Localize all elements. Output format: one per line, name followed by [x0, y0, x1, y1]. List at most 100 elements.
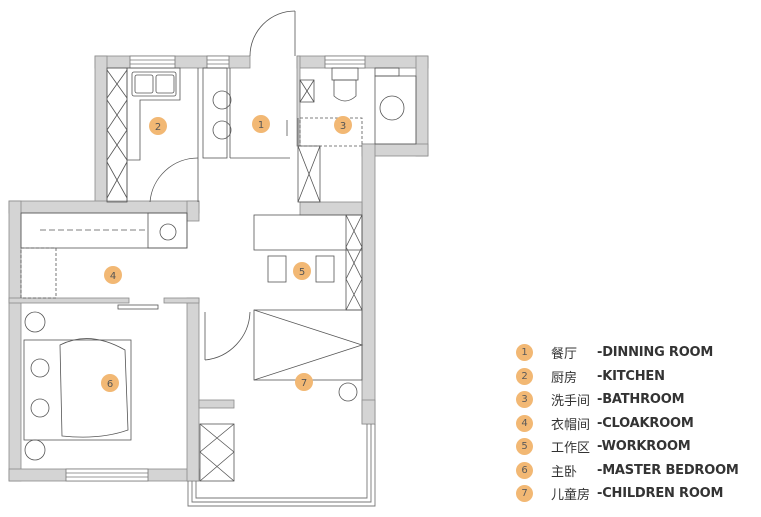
child-bed [253, 309, 363, 381]
dining-chair-2 [212, 120, 232, 140]
legend-badge: 1 [516, 344, 533, 362]
wall-child-bottom-left [198, 399, 235, 409]
window-bath [324, 55, 366, 69]
child-room-chair [338, 382, 358, 402]
window-master [65, 468, 149, 482]
balcony [187, 424, 376, 507]
legend-cn: 洗手间 [551, 394, 591, 410]
wall-kitchen-left [94, 55, 108, 203]
windows [65, 55, 366, 482]
legend-en: -DINNING ROOM [597, 345, 714, 361]
legend-en: -CLOAKROOM [597, 415, 694, 431]
room-badge-5-label: 5 [299, 267, 305, 278]
child-bed-fold [253, 309, 364, 381]
legend-row: 7 儿童房 -CHILDREN ROOM [516, 482, 756, 506]
kitchen-cab-3 [106, 69, 128, 99]
window-dining [206, 55, 230, 69]
legend-badge: 7 [516, 485, 533, 503]
room-badge-7 [295, 373, 313, 391]
legend-row: 3 洗手间 -BATHROOM [516, 388, 756, 412]
dining-table [202, 67, 228, 159]
master-slide-door [117, 304, 159, 310]
master-bed-quilt [59, 338, 129, 438]
wall-bath-right [415, 55, 429, 157]
balcony-outer [187, 424, 376, 507]
wall-cloak-divider-right [163, 297, 200, 304]
work-shelf-x2 [345, 246, 363, 280]
legend-badge: 2 [516, 367, 533, 385]
legend-row: 4 衣帽间 -CLOAKROOM [516, 412, 756, 436]
room-badge-1-label: 1 [258, 120, 264, 131]
legend-en: -WORKROOM [597, 439, 691, 455]
cloak-cab [147, 212, 188, 249]
cloak-cab-circle [159, 223, 177, 241]
legend-badge: 3 [516, 391, 533, 409]
legend-en: -BATHROOM [597, 392, 685, 408]
child-door-arc [204, 311, 251, 361]
legend-en: -MASTER BEDROOM [597, 462, 739, 478]
work-shelf-x3 [345, 278, 363, 311]
wall-cloak-right [186, 200, 200, 222]
bath-toilet [333, 79, 357, 102]
wall-work-top [299, 201, 363, 216]
wall-bath-left [296, 55, 301, 147]
legend-row: 1 餐厅 -DINNING ROOM [516, 341, 756, 365]
child-wardrobe-x2 [199, 451, 235, 482]
dining-chair-1 [212, 90, 232, 110]
room-badge-6-label: 6 [107, 379, 113, 390]
child-wardrobe [199, 423, 235, 482]
kitchen-counter-top [127, 67, 181, 161]
room-badge-7-label: 7 [301, 378, 307, 389]
room-badge-2 [149, 117, 167, 135]
work-chair-2 [315, 255, 335, 283]
master-nightstand [24, 311, 46, 333]
room-badge-2-label: 2 [155, 122, 161, 133]
legend-badge: 5 [516, 438, 533, 456]
room-badge-4 [104, 266, 122, 284]
room-badge-3 [334, 116, 352, 134]
window-kitchen [129, 55, 176, 69]
wall-left [8, 200, 22, 482]
master-bed [23, 339, 132, 441]
kitchen-cab-4 [106, 161, 128, 199]
balcony-inner [191, 424, 372, 503]
room-badge-1 [252, 115, 270, 133]
bath-door-x [297, 145, 321, 203]
bath-shower [299, 117, 363, 147]
legend-badge: 4 [516, 414, 533, 432]
legend-cn: 工作区 [551, 441, 591, 457]
child-wardrobe-x1 [199, 423, 235, 453]
kitchen-sink-bowl1 [134, 74, 154, 94]
master-pillow-2 [30, 398, 50, 418]
kitchen-cab-2 [106, 129, 128, 161]
room-legend: 1 餐厅 -DINNING ROOM 2 厨房 -KITCHEN 3 洗手间 -… [516, 341, 756, 506]
work-chair-1 [267, 255, 287, 283]
walls [8, 55, 429, 482]
room-badges: 1 2 3 4 5 6 7 [101, 115, 352, 392]
wall-child-right [361, 399, 376, 425]
kitchen-cab-1 [106, 99, 128, 131]
master-nightstand-2 [24, 439, 46, 461]
kitchen-sink-bowl2 [155, 74, 175, 94]
wall-master-right [186, 297, 200, 482]
cloak-shelf [20, 247, 57, 299]
legend-row: 6 主卧 -MASTER BEDROOM [516, 459, 756, 483]
kitchen-sink [131, 71, 177, 97]
wall-right [361, 143, 376, 425]
interior-lines [20, 10, 417, 482]
legend-cn: 主卧 [551, 464, 578, 480]
legend-en: -KITCHEN [597, 368, 665, 384]
bath-door-box [297, 145, 321, 203]
legend-badge: 6 [516, 461, 533, 479]
work-shelf-x1 [345, 214, 363, 248]
legend-row: 5 工作区 -WORKROOM [516, 435, 756, 459]
legend-cn: 厨房 [551, 370, 578, 386]
wall-cloak-top [8, 200, 200, 214]
room-badge-6 [101, 374, 119, 392]
legend-cn: 餐厅 [551, 347, 578, 363]
cloak-rail [20, 212, 188, 249]
room-badge-5 [293, 262, 311, 280]
bath-vanity [374, 75, 417, 145]
bath-toilet-tank [331, 67, 359, 81]
